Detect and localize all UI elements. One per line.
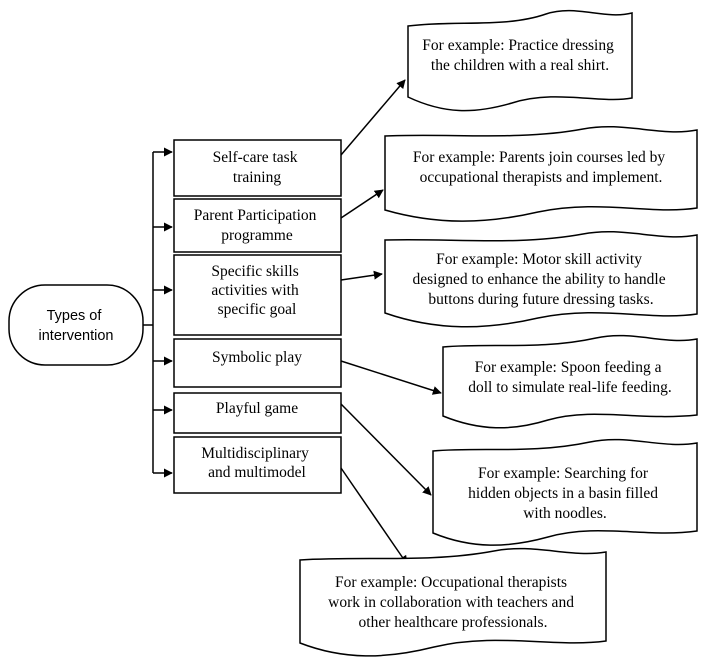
example-3-line-3: buttons during future dressing tasks. xyxy=(428,291,653,308)
example-arrow-5 xyxy=(340,403,432,496)
bracket-connector xyxy=(143,147,173,478)
example-note-1-label: For example: Practice dressing the child… xyxy=(422,37,617,74)
intervention-box-5-shape xyxy=(173,392,342,434)
intervention-3-line-3: specific goal xyxy=(218,301,297,318)
intervention-box-6: Multidisciplinary and multimodel xyxy=(173,436,342,494)
intervention-box-1: Self-care task training xyxy=(173,139,342,197)
intervention-box-3-shape xyxy=(173,254,342,336)
intervention-box-4: Symbolic play xyxy=(173,338,342,388)
example-5-line-3: with noodles. xyxy=(523,505,607,522)
intervention-box-5-label: Playful game xyxy=(216,400,298,417)
root-node-label: Types of intervention xyxy=(39,308,114,344)
example-note-3-shape xyxy=(384,230,698,328)
example-arrows xyxy=(340,79,442,565)
example-note-3-label: For example: Motor skill activity design… xyxy=(413,251,670,308)
intervention-box-2-label: Parent Participation programme xyxy=(194,207,321,244)
intervention-box-6-shape xyxy=(173,436,342,494)
intervention-6-line-1: Multidisciplinary xyxy=(201,445,309,462)
example-6-line-1: For example: Occupational therapists xyxy=(335,574,567,591)
intervention-box-3: Specific skills activities with specific… xyxy=(173,254,342,336)
example-arrow-1 xyxy=(340,79,406,156)
example-3-line-2: designed to enhance the ability to handl… xyxy=(413,271,666,288)
example-1-line-1: For example: Practice dressing xyxy=(422,37,614,54)
intervention-box-4-shape xyxy=(173,338,342,388)
example-3-line-1: For example: Motor skill activity xyxy=(436,251,642,268)
example-6-line-2: work in collaboration with teachers and xyxy=(328,594,574,611)
root-node: Types of intervention xyxy=(8,284,144,366)
intervention-box-2: Parent Participation programme xyxy=(173,198,342,253)
root-label-line-2: intervention xyxy=(39,328,114,344)
example-4-line-2: doll to simulate real-life feeding. xyxy=(468,379,672,396)
example-note-3: For example: Motor skill activity design… xyxy=(384,230,698,328)
example-1-line-2: the children with a real shirt. xyxy=(431,57,609,74)
intervention-3-line-1: Specific skills xyxy=(211,263,298,280)
root-node-shape xyxy=(8,284,144,366)
example-note-4-shape xyxy=(442,334,698,429)
intervention-1-line-2: training xyxy=(233,169,281,186)
intervention-box-6-label: Multidisciplinary and multimodel xyxy=(201,445,313,481)
example-note-5-label: For example: Searching for hidden object… xyxy=(468,465,662,522)
example-5-line-1: For example: Searching for xyxy=(478,465,649,482)
example-note-6: For example: Occupational therapists wor… xyxy=(299,547,607,657)
example-note-6-label: For example: Occupational therapists wor… xyxy=(328,574,578,631)
intervention-box-5: Playful game xyxy=(173,392,342,434)
example-4-line-1: For example: Spoon feeding a xyxy=(475,359,662,376)
intervention-5-line-1: Playful game xyxy=(216,400,298,417)
example-note-4: For example: Spoon feeding a doll to sim… xyxy=(442,334,698,429)
example-arrow-4 xyxy=(340,360,442,395)
intervention-3-line-2: activities with xyxy=(211,282,299,299)
example-2-line-2: occupational therapists and implement. xyxy=(420,169,663,186)
intervention-box-4-label: Symbolic play xyxy=(212,349,302,366)
intervention-2-line-1: Parent Participation xyxy=(194,207,317,224)
example-5-line-2: hidden objects in a basin filled xyxy=(468,485,658,502)
intervention-box-2-shape xyxy=(173,198,342,253)
intervention-box-1-label: Self-care task training xyxy=(213,149,302,186)
example-note-4-label: For example: Spoon feeding a doll to sim… xyxy=(468,359,672,396)
example-note-1-shape xyxy=(407,9,633,112)
intervention-4-line-1: Symbolic play xyxy=(212,349,302,366)
example-note-5: For example: Searching for hidden object… xyxy=(432,438,698,546)
intervention-6-line-2: and multimodel xyxy=(208,464,306,481)
example-arrow-2 xyxy=(340,189,384,219)
example-note-2: For example: Parents join courses led by… xyxy=(384,125,698,222)
example-6-line-3: other healthcare professionals. xyxy=(359,614,548,631)
intervention-box-3-label: Specific skills activities with specific… xyxy=(211,263,302,318)
intervention-2-line-2: programme xyxy=(221,227,293,244)
example-note-1: For example: Practice dressing the child… xyxy=(407,9,633,112)
example-note-5-shape xyxy=(432,438,698,546)
example-note-6-shape xyxy=(299,547,607,657)
root-label-line-1: Types of xyxy=(47,308,103,324)
example-arrow-6 xyxy=(340,467,408,565)
example-2-line-1: For example: Parents join courses led by xyxy=(413,149,666,166)
example-note-2-label: For example: Parents join courses led by… xyxy=(413,149,669,186)
intervention-1-line-1: Self-care task xyxy=(213,149,298,166)
example-note-2-shape xyxy=(384,125,698,222)
example-arrow-3 xyxy=(340,270,383,281)
intervention-box-1-shape xyxy=(173,139,342,197)
